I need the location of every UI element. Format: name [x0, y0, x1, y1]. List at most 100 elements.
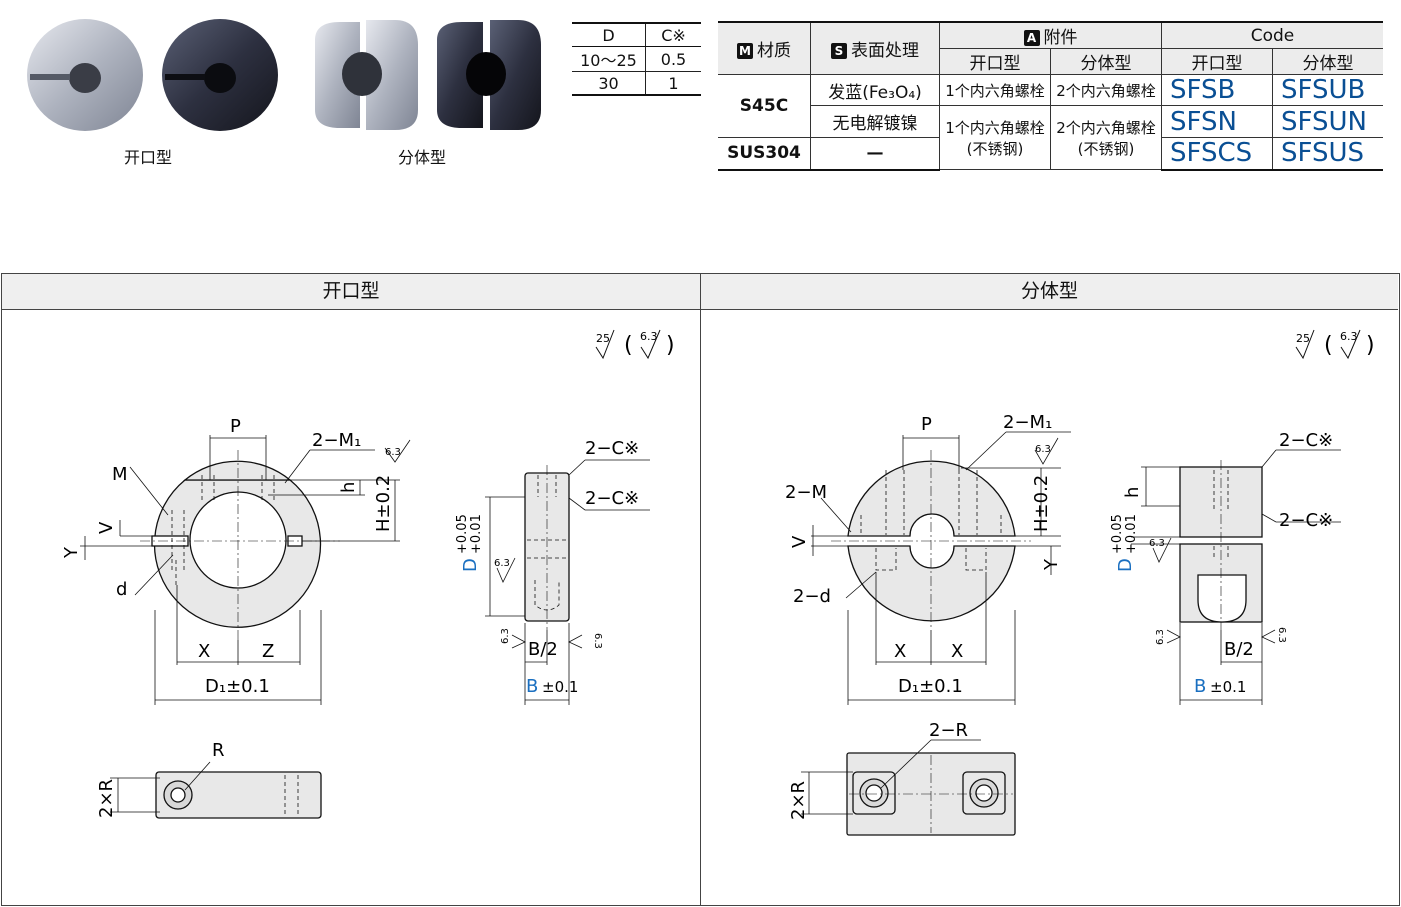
svg-text:d: d — [116, 579, 127, 600]
svg-text:+0.01: +0.01 — [469, 514, 484, 554]
accessory-open-1: 1个内六角螺栓 — [939, 74, 1051, 106]
svg-text:V: V — [789, 535, 810, 548]
code-sfsus: SFSUS — [1272, 137, 1383, 171]
svg-text:6.3: 6.3 — [1276, 627, 1287, 643]
material-badge: M — [737, 43, 753, 59]
caption-split-type: 分体型 — [398, 148, 447, 167]
open-type-black-photo — [162, 19, 278, 131]
svg-text:(: ( — [624, 333, 633, 358]
split-type-drawing: 25 ( 6.3 ) — [785, 329, 1375, 836]
dc-cell: 10〜25 — [572, 46, 646, 72]
svg-text:): ) — [1366, 333, 1375, 358]
svg-text:X: X — [951, 641, 963, 662]
svg-text:2−R: 2−R — [929, 720, 968, 741]
svg-text:2×R: 2×R — [96, 779, 117, 818]
svg-text:6.3: 6.3 — [592, 633, 603, 649]
svg-text:V: V — [96, 521, 117, 534]
svg-text:M: M — [112, 464, 128, 485]
svg-text:6.3: 6.3 — [1340, 330, 1358, 343]
svg-text:Z: Z — [262, 641, 274, 662]
svg-text:6.3: 6.3 — [1035, 444, 1051, 455]
svg-text:H±0.2: H±0.2 — [373, 475, 394, 532]
header-acc-open: 开口型 — [939, 48, 1051, 75]
svg-text:Y: Y — [61, 546, 82, 559]
svg-text:h: h — [338, 482, 359, 493]
material-sus304: SUS304 — [718, 137, 811, 171]
code-sfsn: SFSN — [1161, 105, 1273, 138]
svg-text:25: 25 — [1296, 332, 1310, 345]
dc-cell: 0.5 — [645, 46, 701, 72]
svg-text:D: D — [460, 558, 481, 572]
accessory-open-2: 1个内六角螺栓(不锈钢) — [939, 105, 1051, 170]
svg-text:D₁±0.1: D₁±0.1 — [898, 676, 963, 697]
svg-text:P: P — [921, 414, 932, 435]
split-collar-side-view — [1179, 466, 1263, 623]
svg-text:B: B — [526, 676, 538, 697]
svg-text:6.3: 6.3 — [640, 330, 658, 343]
surface-nickel: 无电解镀镍 — [810, 105, 940, 138]
svg-text:2−C※: 2−C※ — [585, 438, 639, 459]
svg-text:±0.1: ±0.1 — [542, 678, 578, 696]
roughness-symbol: 25 ( 6.3 ) — [1295, 329, 1375, 360]
svg-text:+0.01: +0.01 — [1124, 514, 1139, 554]
svg-text:±0.1: ±0.1 — [1210, 678, 1246, 696]
accessory-split-1: 2个内六角螺栓 — [1050, 74, 1162, 106]
svg-text:2−C※: 2−C※ — [1279, 430, 1333, 451]
svg-text:(: ( — [1324, 333, 1333, 358]
code-sfsub: SFSUB — [1272, 74, 1383, 106]
svg-text:D: D — [1115, 558, 1136, 572]
svg-text:6.3: 6.3 — [385, 447, 401, 458]
header-code-split: 分体型 — [1272, 48, 1383, 75]
header-code-open: 开口型 — [1161, 48, 1273, 75]
svg-text:2−M₁: 2−M₁ — [1003, 412, 1052, 433]
open-collar-front-view — [151, 460, 322, 628]
svg-text:): ) — [666, 333, 675, 358]
svg-text:D₁±0.1: D₁±0.1 — [205, 676, 270, 697]
surface-badge: S — [831, 43, 847, 59]
caption-open-type: 开口型 — [124, 148, 173, 167]
section-divider — [700, 274, 701, 906]
code-sfsb: SFSB — [1161, 74, 1273, 106]
open-collar-top-view — [155, 771, 322, 819]
dc-cell: 1 — [645, 71, 701, 96]
svg-text:25: 25 — [596, 332, 610, 345]
svg-text:2−C※: 2−C※ — [585, 488, 639, 509]
svg-text:X: X — [198, 641, 210, 662]
open-type-silver-photo — [27, 19, 143, 131]
open-type-drawing: 25 ( 6.3 ) — [61, 329, 675, 819]
dc-header-d: D — [572, 22, 646, 47]
svg-text:2−C※: 2−C※ — [1279, 510, 1333, 531]
surface-none: — — [810, 137, 940, 171]
svg-text:H±0.2: H±0.2 — [1031, 475, 1052, 532]
header-code: Code — [1161, 21, 1383, 49]
accessory-badge: A — [1023, 30, 1040, 46]
svg-text:6.3: 6.3 — [1155, 629, 1166, 645]
svg-text:2×R: 2×R — [788, 781, 809, 820]
material-s45c: S45C — [718, 74, 811, 138]
accessory-split-2: 2个内六角螺栓(不锈钢) — [1050, 105, 1162, 170]
dc-cell: 30 — [572, 71, 646, 96]
svg-text:B: B — [1194, 676, 1206, 697]
dc-header-c: C※ — [645, 22, 701, 47]
split-type-silver-photo — [315, 20, 418, 130]
header-acc-split: 分体型 — [1050, 48, 1162, 75]
svg-text:X: X — [894, 641, 906, 662]
code-sfscs: SFSCS — [1161, 137, 1273, 171]
svg-text:2−M₁: 2−M₁ — [312, 430, 361, 451]
svg-text:+0.05: +0.05 — [1110, 514, 1125, 554]
split-collar-front-view — [847, 460, 1016, 622]
svg-text:h: h — [1122, 487, 1143, 498]
svg-text:2−M: 2−M — [785, 482, 827, 503]
product-photos — [27, 19, 541, 131]
surface-black-oxide: 发蓝(Fe₃O₄) — [810, 74, 940, 106]
svg-text:6.3: 6.3 — [500, 628, 511, 644]
svg-text:2−d: 2−d — [793, 586, 831, 607]
svg-text:B/2: B/2 — [1224, 639, 1254, 660]
svg-text:P: P — [230, 416, 241, 437]
section-title-split: 分体型 — [701, 274, 1398, 310]
svg-text:6.3: 6.3 — [494, 558, 510, 569]
